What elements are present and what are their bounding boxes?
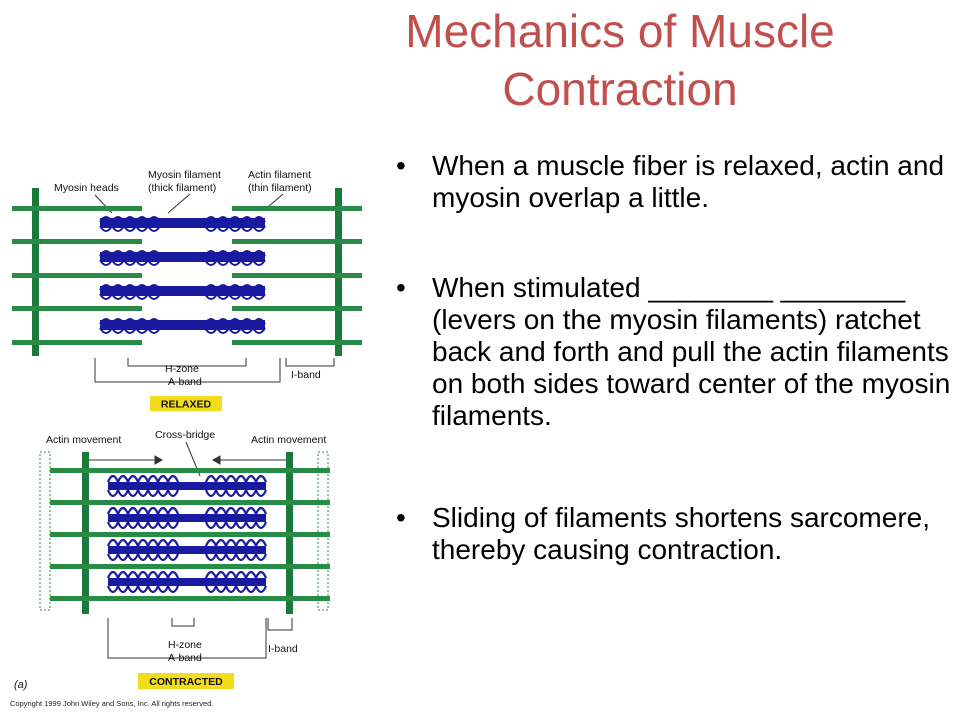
title-line-2: Contraction [502,63,738,115]
bullet-stimulated: When stimulated ________ ________ (lever… [388,272,953,432]
actin-filaments [12,206,362,345]
slide-title: Mechanics of Muscle Contraction [320,2,920,118]
label-actin-movement-right: Actin movement [251,434,326,446]
bullet-relaxed: When a muscle fiber is relaxed, actin an… [388,150,953,214]
actin-movement-arrows [88,455,288,465]
label-actin-movement-left: Actin movement [46,434,121,446]
relaxed-caption-box [150,396,222,411]
contracted-aband-label: A-band [168,652,202,664]
myosin-filaments [99,216,266,334]
relaxed-aband-label: A-band [168,376,202,388]
relaxed-caption: RELAXED [161,399,212,411]
relaxed-hzone-label: H-zone [165,363,199,375]
label-thick-filament: (thick filament) [148,182,216,194]
contracted-iband-label: I-band [268,643,298,655]
actin-filaments-contracted [50,468,330,601]
relaxed-iband-label: I-band [291,369,321,381]
title-line-1: Mechanics of Muscle [405,5,835,57]
contracted-hzone-label: H-zone [168,639,202,651]
bullet-list: When a muscle fiber is relaxed, actin an… [388,150,953,566]
z-disc-left [32,188,39,356]
label-myosin-heads: Myosin heads [54,182,119,194]
z-line-hatching [39,451,329,611]
relaxed-panel: Myosin heads Myosin filament (thick fila… [12,169,362,411]
label-thin-filament: (thin filament) [248,182,312,194]
copyright-notice: Copyright 1999 John Wiley and Sons, Inc.… [10,699,213,708]
label-cross-bridge: Cross-bridge [155,429,215,441]
contracted-caption: CONTRACTED [149,676,223,688]
label-actin-filament: Actin filament [248,169,311,181]
myosin-filaments-contracted [106,474,268,594]
contracted-caption-box [138,673,234,689]
sarcomere-diagram: Myosin heads Myosin filament (thick fila… [10,169,362,708]
panel-label: (a) [14,679,28,691]
label-myosin-filament: Myosin filament [148,169,221,181]
z-disc-right [335,188,342,356]
contracted-panel: Actin movement Cross-bridge Actin moveme… [10,429,330,708]
bullet-sliding: Sliding of filaments shortens sarcomere,… [388,502,953,566]
